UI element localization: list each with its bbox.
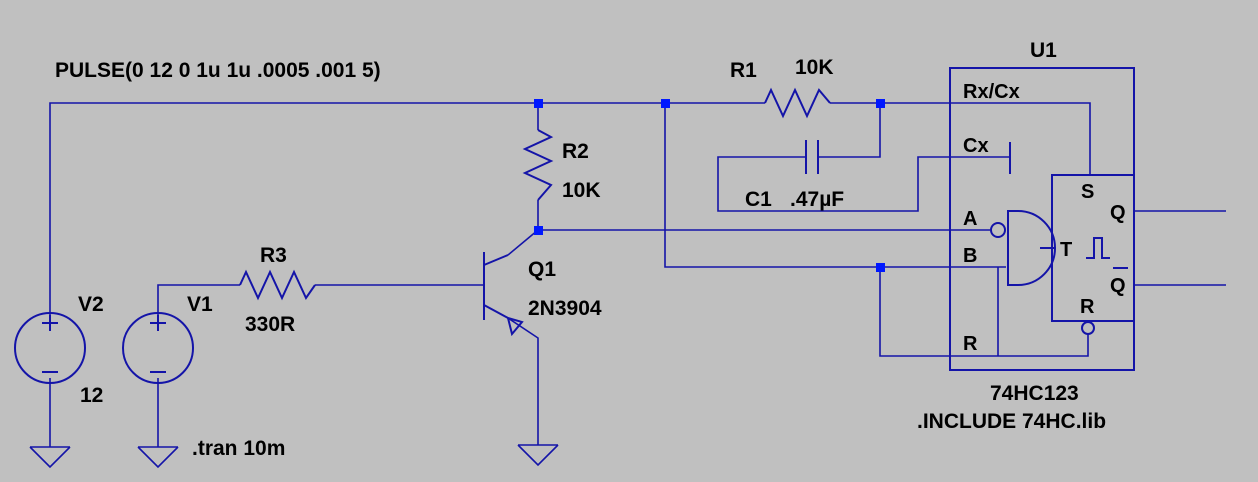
ground-symbol — [517, 444, 559, 467]
ic-u1-r-inverter — [1081, 321, 1095, 335]
r3-name: R3 — [260, 244, 287, 267]
pulse-icon — [1086, 237, 1110, 259]
pin-b-label: B — [963, 245, 977, 267]
wire-b-input — [664, 103, 1006, 268]
labels: PULSE(0 12 0 1u 1u .0005 .001 5) R1 10K … — [55, 39, 1126, 460]
ic-u1-a-inverter — [990, 222, 1006, 238]
junction-dot — [661, 99, 670, 108]
wire-emitter — [507, 317, 539, 445]
v1-name: V1 — [187, 293, 213, 316]
junctions — [534, 99, 885, 272]
pin-s-label: S — [1081, 181, 1094, 203]
ic-u1[interactable] — [949, 67, 1135, 371]
resistor-r3[interactable] — [239, 269, 316, 301]
pin-qbar-label: Q — [1110, 275, 1126, 297]
q1-name: Q1 — [528, 258, 556, 281]
pin-cx-label: Cx — [963, 135, 989, 157]
pin-a-label: A — [963, 208, 977, 230]
r1-value: 10K — [795, 56, 834, 79]
capacitor-c1[interactable] — [805, 140, 819, 174]
include-directive: .INCLUDE 74HC.lib — [917, 410, 1106, 433]
wire-c1-right — [818, 103, 881, 158]
resistor-r1[interactable] — [764, 87, 831, 119]
pin-r-input-label: R — [963, 333, 978, 355]
u1-name: U1 — [1030, 39, 1057, 62]
pin-q-label: Q — [1110, 202, 1126, 224]
ground-symbol — [29, 446, 71, 469]
wire-c1-loop — [717, 156, 1010, 212]
pin-rxcx-label: Rx/Cx — [963, 81, 1020, 103]
wire-collector-lead — [507, 229, 539, 256]
junction-dot — [534, 99, 543, 108]
wire-reset — [879, 267, 1089, 357]
tran-directive: .tran 10m — [192, 437, 285, 460]
junction-dot — [876, 99, 885, 108]
v2-name: V2 — [78, 293, 104, 316]
pulse-directive: PULSE(0 12 0 1u 1u .0005 .001 5) — [55, 59, 381, 82]
c1-name: C1 — [745, 188, 772, 211]
r3-value: 330R — [245, 313, 295, 336]
r1-name: R1 — [730, 59, 757, 82]
u1-model: 74HC123 — [990, 382, 1079, 405]
pin-t-label: T — [1060, 239, 1072, 261]
transistor-q1[interactable] — [483, 252, 524, 337]
wires — [49, 102, 1226, 447]
wire-rxcx — [830, 102, 1091, 175]
wire-top-rail-left — [49, 102, 765, 318]
r2-value: 10K — [562, 179, 601, 202]
ic-u1-and-gate — [1007, 210, 1056, 286]
v2-value: 12 — [80, 384, 103, 407]
voltage-source-v1[interactable] — [122, 312, 194, 384]
junction-dot — [534, 226, 543, 235]
pin-r-ff-label: R — [1080, 296, 1095, 318]
wire-v1-top — [157, 284, 240, 318]
q1-model: 2N3904 — [528, 297, 602, 320]
voltage-source-v2[interactable] — [14, 312, 86, 384]
r2-name: R2 — [562, 140, 589, 163]
ground-symbol — [137, 446, 179, 469]
c1-value: .47µF — [790, 188, 844, 211]
resistor-r2[interactable] — [522, 129, 554, 201]
junction-dot — [876, 263, 885, 272]
